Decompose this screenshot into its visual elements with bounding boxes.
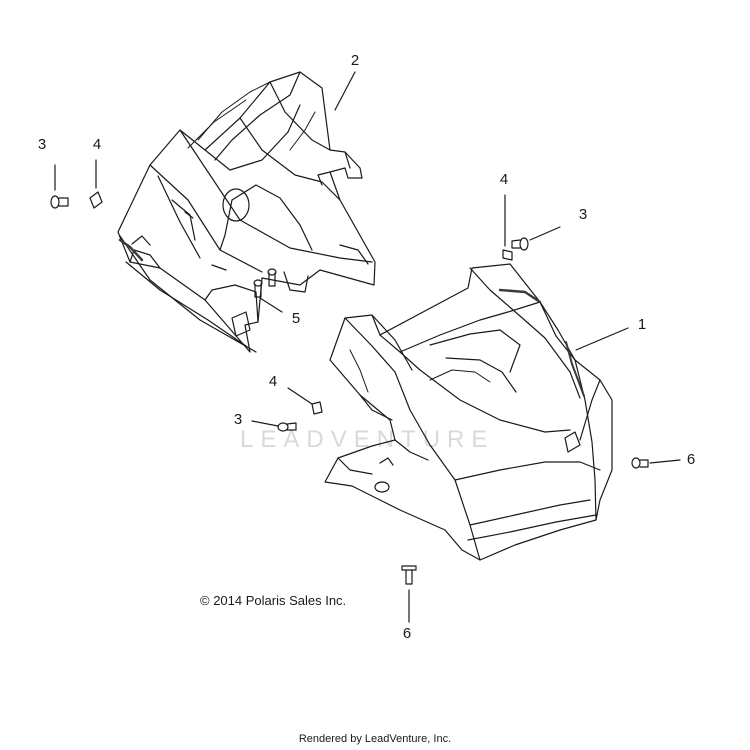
rendered-by-footer: Rendered by LeadVenture, Inc.: [298, 733, 452, 745]
screw-6-bottom: [401, 565, 417, 623]
screw-6-right: [631, 457, 681, 469]
copyright-text: © 2014 Polaris Sales Inc.: [200, 593, 347, 608]
part-1-lower-cowl: [324, 263, 613, 561]
callout-4-lower: 4: [268, 373, 278, 390]
callout-4-right: 4: [499, 171, 509, 188]
callout-2: 2: [350, 52, 360, 69]
callout-5: 5: [291, 310, 301, 327]
leader-part-1: [575, 327, 629, 351]
screw-3-lower: [251, 420, 297, 432]
callout-4-top-left: 4: [92, 136, 102, 153]
part-2-upper-cowl: [117, 71, 376, 353]
callout-3-top-left: 3: [37, 136, 47, 153]
callout-6-right: 6: [686, 451, 696, 468]
pin-5: [253, 268, 283, 313]
leader-part-2: [334, 71, 356, 111]
callout-3-lower: 3: [233, 411, 243, 428]
screw-3-right: [511, 226, 561, 251]
screw-3-left: [50, 164, 69, 209]
clip-nut-4-lower: [287, 387, 323, 415]
clip-nut-4-right: [502, 194, 513, 261]
callout-1: 1: [637, 316, 647, 333]
callout-3-right: 3: [578, 206, 588, 223]
callout-6-bottom: 6: [402, 625, 412, 642]
clip-nut-4-left: [89, 159, 103, 209]
